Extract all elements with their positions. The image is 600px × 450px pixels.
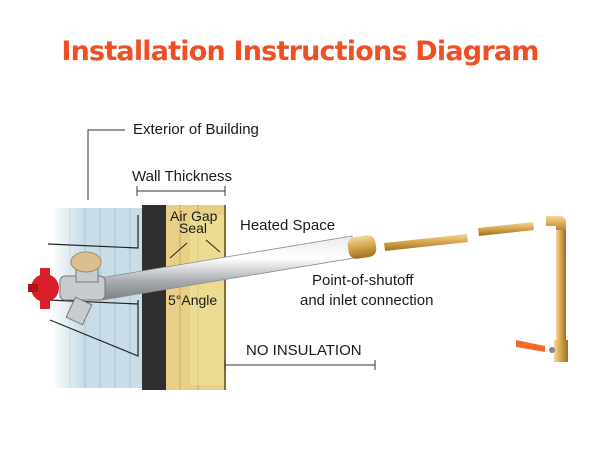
siding-lines (47, 215, 139, 357)
label-wall-thickness: Wall Thickness (132, 168, 233, 185)
diagram-title: Installation Instructions Diagram (61, 36, 539, 67)
brass-riser (556, 230, 566, 340)
label-angle: 5°Angle (168, 292, 218, 308)
brass-elbow (546, 216, 566, 234)
label-heated-space: Heated Space (240, 217, 336, 234)
label-seal: Seal (179, 220, 208, 236)
label-air-gap: Air Gap (170, 208, 218, 224)
ball-valve-handle (516, 340, 545, 352)
vacuum-breaker-cap (70, 251, 102, 273)
label-exterior: Exterior of Building (133, 121, 259, 138)
wall-thickness-dimension (136, 186, 226, 196)
label-shutoff-2: and inlet connection (300, 292, 434, 309)
label-shutoff-1: Point-of-shutoff (312, 272, 414, 289)
red-handle-icon (28, 268, 59, 309)
brass-extension-short (478, 222, 534, 236)
brass-extension-long (384, 234, 468, 251)
exterior-leader (87, 129, 125, 200)
label-no-insulation: NO INSULATION (246, 342, 362, 359)
wall-sheathing (142, 205, 166, 390)
brass-fitting (347, 235, 377, 259)
